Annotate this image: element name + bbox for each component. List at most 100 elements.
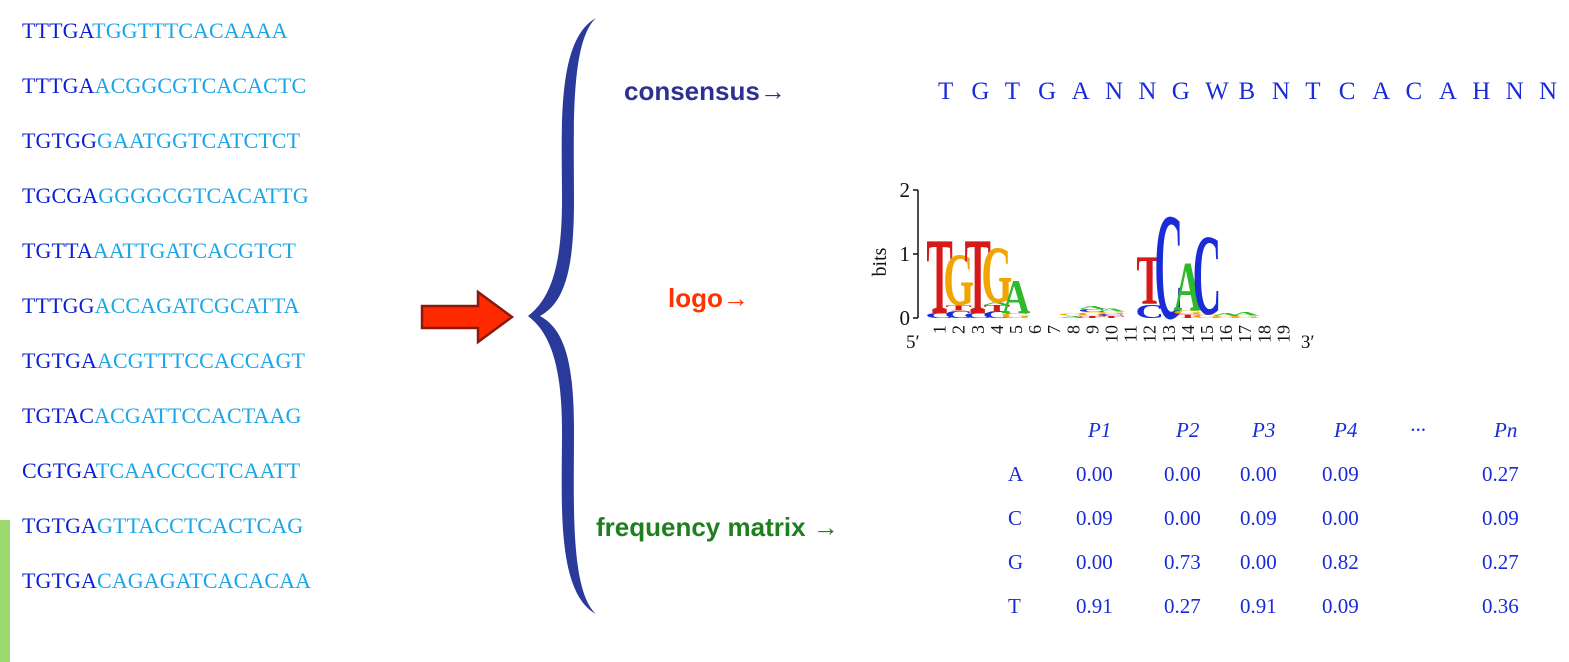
consensus-letter: N xyxy=(1104,78,1125,105)
sequence-flank-part: ACGTTTCCAC xyxy=(97,348,245,373)
logo-label: logo→ xyxy=(668,283,749,313)
logo-letter-g: G xyxy=(981,229,1012,319)
sequence-core-part: TGTGA xyxy=(22,568,98,593)
matrix-cell: 0.09 xyxy=(1322,594,1359,618)
matrix-row-base: G xyxy=(1008,550,1024,574)
consensus-letter: N xyxy=(1505,78,1525,105)
sequence-core-part: TTTGA xyxy=(22,18,93,43)
sequence-flank-part: ATTA xyxy=(244,293,300,318)
logo-position-label: 17 xyxy=(1235,325,1255,343)
consensus-letter: G xyxy=(1171,78,1191,105)
matrix-cell: 0.91 xyxy=(1240,594,1277,618)
sequence-flank-part: ACGGCGTCAC xyxy=(94,73,248,98)
logo-letter-c: C xyxy=(1154,182,1183,352)
sequence-row: CGTGATCAACCCCTCAATT xyxy=(22,456,311,511)
matrix-cell: 0.00 xyxy=(1076,462,1113,486)
sequence-row: TGTTAAATTGATCACGTCT xyxy=(22,236,311,291)
sequence-flank-part: ACCAGATCGC xyxy=(94,293,245,318)
sequence-flank-part: TCAG xyxy=(242,513,304,538)
matrix-cell: 0.09 xyxy=(1076,506,1113,530)
logo-y-tick-label: 1 xyxy=(900,242,911,266)
logo-three-prime-label: 3′ xyxy=(1301,332,1315,353)
consensus-letter: H xyxy=(1472,78,1492,105)
logo-letter-c: C xyxy=(1193,211,1222,339)
logo-position-label: 7 xyxy=(1044,325,1064,334)
logo-letter-g: G xyxy=(1192,313,1223,319)
matrix-cell: 0.00 xyxy=(1164,506,1201,530)
consensus-letter: G xyxy=(1038,78,1058,105)
sequence-row: TGTGAGTTACCTCACTCAG xyxy=(22,511,311,566)
matrix-cell: 0.36 xyxy=(1482,594,1519,618)
sequence-flank-part: CTCT xyxy=(243,128,301,153)
logo-letter-t: T xyxy=(926,216,952,337)
matrix-cell: 0.00 xyxy=(1240,462,1277,486)
logo-letter-a: A xyxy=(983,301,1013,306)
matrix-row-base: C xyxy=(1008,506,1023,530)
sequence-flank-part: GGGGCGTCAC xyxy=(98,183,253,208)
logo-y-axis-label: bits xyxy=(869,247,891,276)
consensus-letter: N xyxy=(1539,78,1559,105)
consensus-letter: C xyxy=(1338,78,1357,105)
logo-position-label: 18 xyxy=(1254,325,1274,343)
consensus-letter: A xyxy=(1438,78,1458,105)
consensus-label: consensus→ xyxy=(624,76,786,106)
logo-letter-a: A xyxy=(1002,269,1031,324)
consensus-letter: A xyxy=(1372,78,1392,105)
logo-position-label: 2 xyxy=(949,325,969,334)
sequence-flank-part: GTCT xyxy=(238,238,296,263)
sequence-flank-part: CAGAGATCAC xyxy=(97,568,249,593)
logo-letter-g: G xyxy=(1230,315,1261,319)
sequence-flank-part: AAAA xyxy=(223,18,288,43)
logo-position-label: 8 xyxy=(1063,325,1083,334)
logo-letter-c: C xyxy=(925,312,954,320)
logo-position-label: 11 xyxy=(1121,325,1141,342)
logo-letter-a: A xyxy=(1097,308,1127,313)
logo-position-label: 15 xyxy=(1197,325,1217,343)
sequence-flank-part: GTTACCTCAC xyxy=(97,513,243,538)
matrix-cell: 0.00 xyxy=(1164,462,1201,486)
consensus-letter: G xyxy=(971,78,991,105)
sequence-row: TTTGGACCAGATCGCATTA xyxy=(22,291,311,346)
matrix-cell: 0.91 xyxy=(1076,594,1113,618)
sequence-flank-part: TAAG xyxy=(241,403,302,428)
logo-letter-t: T xyxy=(1175,313,1202,319)
logo-letter-g: G xyxy=(1001,312,1032,320)
matrix-column-header: P3 xyxy=(1252,418,1276,442)
logo-letter-t: T xyxy=(1079,315,1106,319)
consensus-letter: N xyxy=(1138,78,1158,105)
logo-position-label: 14 xyxy=(1178,325,1198,343)
logo-letter-g: G xyxy=(1096,311,1127,315)
consensus-letter: N xyxy=(1271,78,1291,105)
logo-letter-t: T xyxy=(945,304,971,312)
logo-letter-a: A xyxy=(1078,305,1108,310)
logo-position-label: 9 xyxy=(1082,325,1102,334)
matrix-column-header: P1 xyxy=(1088,418,1112,442)
green-side-bar xyxy=(0,520,10,662)
logo-letter-a: A xyxy=(1174,249,1203,327)
logo-letter-a: A xyxy=(1059,315,1089,319)
logo-position-label: 12 xyxy=(1140,325,1160,343)
matrix-column-header: P4 xyxy=(1334,418,1358,442)
sequence-row: TGTGAACGTTTCCACCAGT xyxy=(22,346,311,401)
sequence-core-part: TGTAC xyxy=(22,403,95,428)
logo-five-prime-label: 5′ xyxy=(906,332,920,353)
sequence-core-part: TGTTA xyxy=(22,238,93,263)
logo-letter-c: C xyxy=(944,309,973,321)
sequence-core-part: TGTGA xyxy=(22,513,98,538)
consensus-letter: T xyxy=(1004,78,1022,105)
logo-position-label: 4 xyxy=(987,325,1007,334)
sequence-core-part: TTTGG xyxy=(22,293,95,318)
sequence-flank-part: AATTGATCAC xyxy=(92,238,239,263)
sequence-flank-part: AATT xyxy=(243,458,301,483)
matrix-cell: 0.09 xyxy=(1322,462,1359,486)
logo-letter-a: A xyxy=(1231,311,1260,317)
logo-letter-c: C xyxy=(1078,308,1107,313)
matrix-cell: 0.00 xyxy=(1240,550,1277,574)
logo-letter-c: C xyxy=(1097,314,1126,317)
logo-position-label: 5 xyxy=(1006,325,1026,334)
matrix-cell: 0.00 xyxy=(1322,506,1359,530)
